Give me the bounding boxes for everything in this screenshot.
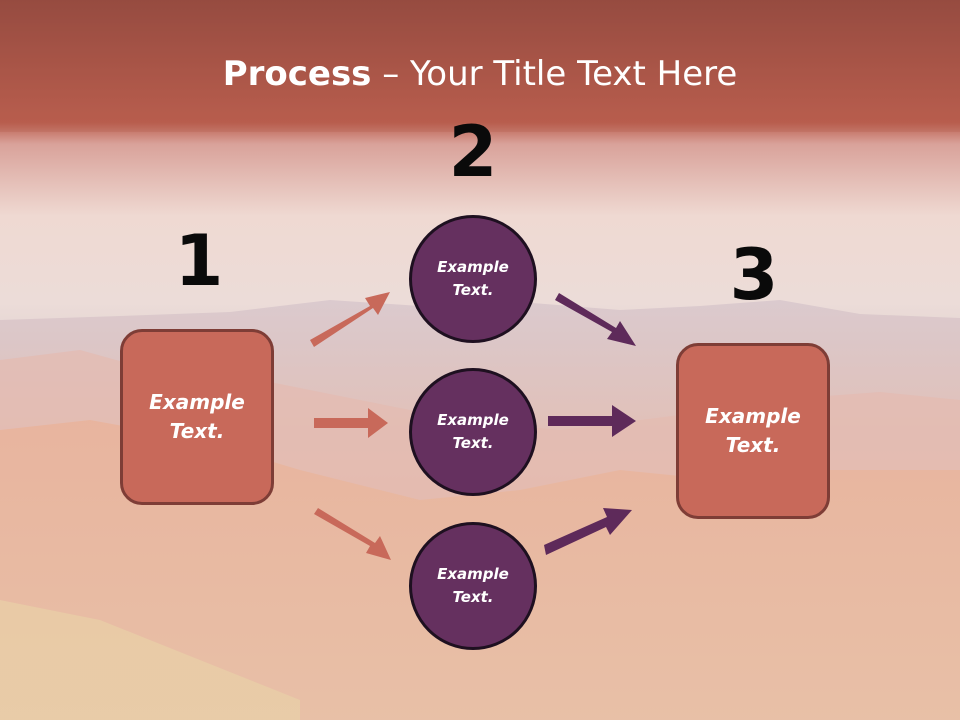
arrow-right-up — [555, 293, 636, 346]
middle-circle-top-text: Example Text. — [437, 258, 509, 299]
middle-circle-center-text: Example Text. — [437, 411, 509, 452]
arrow-right-middle — [548, 405, 636, 437]
step-number-2: 2 — [448, 111, 498, 193]
middle-circle-bottom: Example Text. — [409, 522, 537, 650]
arrow-left-middle — [314, 408, 388, 438]
middle-circle-center: Example Text. — [409, 368, 537, 496]
arrow-left-down — [314, 508, 391, 560]
slide-title: Process – Your Title Text Here — [0, 52, 960, 96]
middle-circle-top: Example Text. — [409, 215, 537, 343]
left-step-box: Example Text. — [120, 329, 274, 505]
right-step-box: Example Text. — [676, 343, 830, 519]
left-step-text: Example Text. — [149, 390, 245, 443]
step-number-1: 1 — [174, 220, 224, 302]
title-rest: – Your Title Text Here — [371, 54, 738, 94]
arrow-right-down — [544, 508, 632, 555]
step-number-3: 3 — [729, 234, 779, 316]
title-bold: Process — [222, 54, 372, 94]
middle-circle-bottom-text: Example Text. — [437, 565, 509, 606]
right-step-text: Example Text. — [705, 404, 801, 457]
arrow-left-up — [310, 292, 390, 347]
